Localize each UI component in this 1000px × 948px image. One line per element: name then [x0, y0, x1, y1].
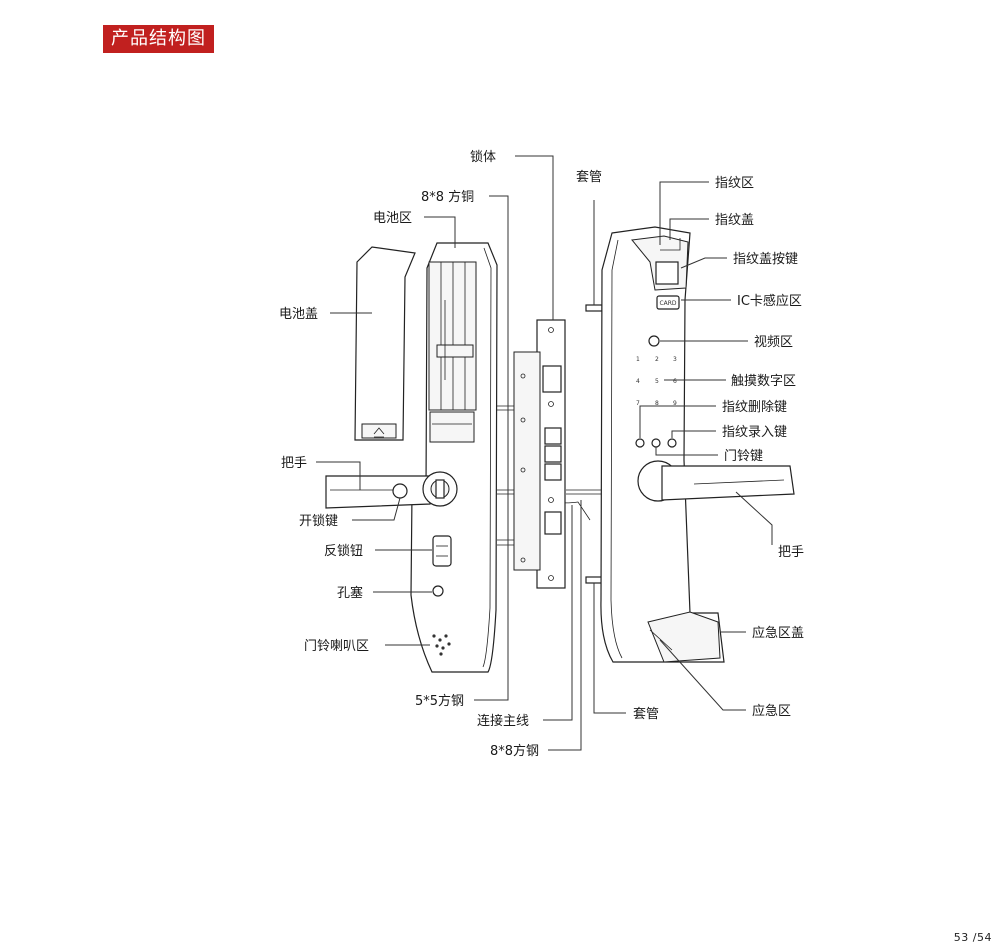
label-square-steel-8-top: 8*8 方铜 — [421, 189, 474, 205]
label-doorbell-speaker: 门铃喇叭区 — [304, 639, 369, 654]
label-square-steel-8-bottom: 8*8方钢 — [490, 743, 539, 759]
labels: 锁体 套管 8*8 方铜 电池区 电池盖 把手 开锁键 反锁钮 孔塞 门铃喇叭区… — [279, 149, 804, 759]
leader-lines — [316, 155, 773, 751]
label-fp-delete-key: 指纹删除键 — [722, 400, 787, 415]
battery-cover-clip — [361, 423, 397, 439]
page-title: 产品结构图 — [103, 25, 214, 53]
inner-body-edge — [482, 247, 492, 668]
emergency-cover — [647, 611, 721, 663]
outer-panel: CARD 1 2 3 4 5 6 7 8 9 — [600, 226, 795, 663]
label-sleeve-top: 套管 — [576, 169, 602, 185]
unlock-key — [392, 483, 408, 499]
label-ic-card-area: IC卡感应区 — [737, 293, 802, 309]
hole-plug — [432, 585, 444, 597]
fp-delete-key — [635, 438, 645, 448]
battery-cover-clip-icon — [373, 427, 385, 438]
handle-right — [637, 460, 795, 502]
label-emergency-area: 应急区 — [752, 703, 791, 719]
label-fingerprint-cover: 指纹盖 — [715, 213, 754, 228]
svg-text:3: 3 — [673, 356, 677, 363]
touch-keypad: 1 2 3 4 5 6 7 8 9 — [636, 356, 677, 407]
svg-text:5: 5 — [655, 378, 659, 385]
svg-text:1: 1 — [636, 356, 640, 363]
label-lock-body: 锁体 — [470, 149, 496, 165]
sleeve-top — [585, 304, 603, 312]
fp-enroll-key — [667, 438, 677, 448]
label-emergency-cover: 应急区盖 — [752, 625, 804, 641]
label-sleeve-bottom: 套管 — [633, 706, 659, 722]
label-doorbell-key: 门铃键 — [724, 449, 763, 464]
label-anti-lock-knob: 反锁钮 — [324, 543, 363, 559]
doorbell-key — [651, 438, 661, 448]
svg-text:6: 6 — [673, 378, 677, 385]
lock-body — [513, 319, 566, 589]
label-battery-area: 电池区 — [373, 211, 412, 226]
label-handle-left: 把手 — [281, 456, 307, 471]
svg-text:2: 2 — [655, 356, 659, 363]
svg-text:8: 8 — [655, 400, 659, 407]
anti-lock-knob — [432, 535, 452, 567]
label-fp-enroll-key: 指纹录入键 — [722, 425, 787, 440]
ic-card-area — [656, 295, 680, 310]
svg-text:7: 7 — [636, 400, 640, 407]
sleeve-bottom — [585, 576, 603, 584]
label-hole-plug: 孔塞 — [337, 585, 363, 601]
doorbell-speaker — [432, 634, 451, 656]
card-text: CARD — [659, 300, 676, 307]
label-touch-keypad: 触摸数字区 — [731, 374, 796, 389]
fingerprint-cover-button — [655, 261, 679, 285]
battery-area — [428, 261, 477, 411]
svg-text:4: 4 — [636, 378, 640, 385]
handle-left — [325, 471, 458, 509]
label-handle-right: 把手 — [778, 545, 804, 560]
outer-body-edge — [610, 239, 623, 659]
inner-panel — [325, 242, 498, 673]
label-connecting-wire: 连接主线 — [477, 713, 529, 729]
label-battery-cover: 电池盖 — [279, 307, 318, 322]
label-square-steel-5: 5*5方钢 — [415, 693, 464, 709]
battery-cover — [354, 246, 416, 441]
outer-body — [600, 226, 725, 663]
video-area — [648, 335, 660, 347]
label-fingerprint-area: 指纹区 — [715, 176, 754, 191]
page-number: 53 /54 — [953, 931, 992, 944]
label-video-area: 视频区 — [754, 335, 793, 350]
svg-text:9: 9 — [673, 400, 677, 407]
label-fingerprint-cover-button: 指纹盖按键 — [733, 252, 798, 267]
label-unlock-key: 开锁键 — [299, 513, 338, 529]
